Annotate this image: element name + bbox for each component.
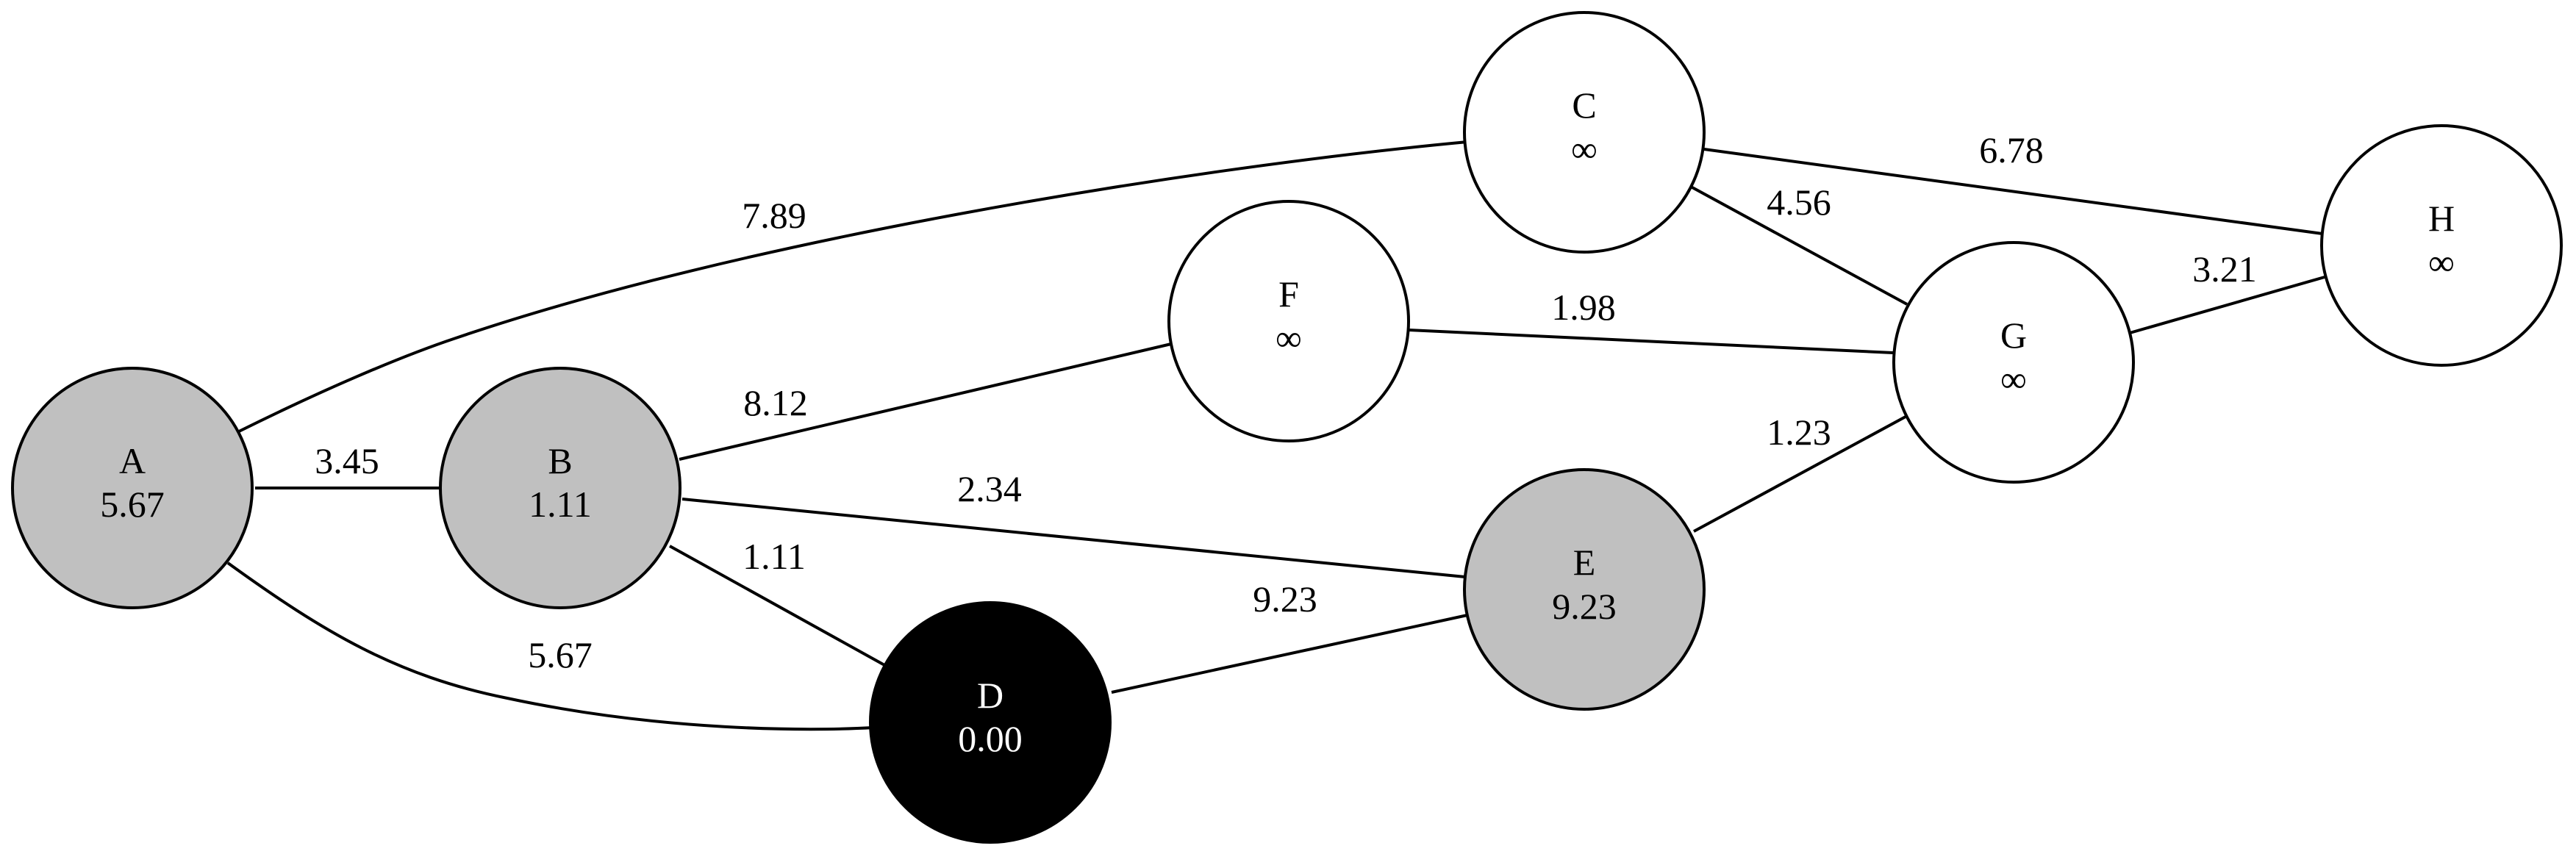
node-d-distance: 0.00 bbox=[958, 718, 1023, 759]
node-c-circle bbox=[1463, 11, 1706, 254]
node-b-circle bbox=[439, 367, 681, 609]
node-d-name: D bbox=[977, 675, 1003, 716]
node-g-name: G bbox=[2000, 315, 2027, 356]
node-e-circle bbox=[1463, 468, 1706, 711]
edge-b-d: 1.11 bbox=[669, 536, 887, 667]
node-c-distance: ∞ bbox=[1571, 129, 1598, 170]
node-h-circle bbox=[2320, 124, 2563, 367]
edge-c-g: 4.56 bbox=[1690, 182, 1908, 306]
node-a-name: A bbox=[119, 440, 146, 481]
node-h-name: H bbox=[2428, 198, 2455, 239]
edge-a-b: 3.45 bbox=[255, 440, 439, 489]
edge-g-h: 3.21 bbox=[2129, 248, 2325, 334]
node-e-distance: 9.23 bbox=[1552, 586, 1617, 627]
edge-b-e-weight: 2.34 bbox=[957, 468, 1022, 509]
node-a-distance: 5.67 bbox=[100, 484, 165, 525]
edge-b-f: 8.12 bbox=[679, 342, 1172, 461]
edge-g-h-weight: 3.21 bbox=[2192, 248, 2257, 290]
node-f-name: F bbox=[1278, 273, 1299, 315]
edge-c-h: 6.78 bbox=[1703, 129, 2323, 235]
node-c-name: C bbox=[1572, 85, 1596, 126]
edge-d-e: 9.23 bbox=[1111, 578, 1468, 694]
edge-a-d: 5.67 bbox=[226, 561, 874, 731]
node-e-name: E bbox=[1573, 542, 1596, 583]
edge-f-g: 1.98 bbox=[1408, 287, 1894, 354]
node-a-circle bbox=[11, 367, 254, 609]
nodes: A 5.67 B 1.11 C ∞ D 0.00 E 9.23 F ∞ bbox=[11, 11, 2563, 844]
node-g-distance: ∞ bbox=[2000, 359, 2027, 400]
edges: 3.45 7.89 5.67 8.12 2.34 1.11 9.23 1.98 bbox=[226, 129, 2325, 731]
node-d: D 0.00 bbox=[869, 601, 1112, 844]
edge-c-h-line bbox=[1703, 148, 2323, 235]
edge-d-e-line bbox=[1111, 614, 1468, 694]
edge-b-d-weight: 1.11 bbox=[743, 536, 806, 577]
node-a: A 5.67 bbox=[11, 367, 254, 609]
edge-e-g: 1.23 bbox=[1693, 412, 1906, 533]
edge-a-d-weight: 5.67 bbox=[528, 634, 593, 675]
edge-a-d-line bbox=[226, 561, 874, 731]
edge-f-g-line bbox=[1408, 329, 1894, 354]
node-h: H ∞ bbox=[2320, 124, 2563, 367]
edge-e-g-line bbox=[1693, 415, 1906, 533]
edge-g-h-line bbox=[2129, 276, 2325, 334]
edge-a-b-weight: 3.45 bbox=[315, 440, 379, 481]
node-f: F ∞ bbox=[1167, 200, 1410, 442]
node-b-distance: 1.11 bbox=[529, 484, 592, 525]
node-g: G ∞ bbox=[1892, 241, 2135, 484]
edge-b-f-line bbox=[679, 342, 1172, 461]
edge-e-g-weight: 1.23 bbox=[1767, 412, 1831, 453]
edge-c-g-weight: 4.56 bbox=[1767, 182, 1831, 223]
edge-d-e-weight: 9.23 bbox=[1253, 578, 1317, 620]
node-g-circle bbox=[1892, 241, 2135, 484]
edge-a-c-line bbox=[238, 140, 1468, 433]
edge-a-c: 7.89 bbox=[238, 140, 1468, 433]
edge-f-g-weight: 1.98 bbox=[1551, 287, 1616, 328]
edge-b-e: 2.34 bbox=[681, 468, 1466, 578]
node-c: C ∞ bbox=[1463, 11, 1706, 254]
node-e: E 9.23 bbox=[1463, 468, 1706, 711]
node-f-circle bbox=[1167, 200, 1410, 442]
edge-c-h-weight: 6.78 bbox=[1979, 129, 2044, 171]
edge-a-c-weight: 7.89 bbox=[742, 195, 806, 236]
node-b-name: B bbox=[548, 440, 572, 481]
node-b: B 1.11 bbox=[439, 367, 681, 609]
node-h-distance: ∞ bbox=[2428, 242, 2455, 283]
edge-c-g-line bbox=[1690, 185, 1908, 306]
node-d-circle bbox=[869, 601, 1112, 844]
edge-b-d-line bbox=[669, 545, 887, 667]
edge-b-f-weight: 8.12 bbox=[743, 382, 808, 423]
node-f-distance: ∞ bbox=[1276, 317, 1302, 359]
edge-b-e-line bbox=[681, 498, 1466, 578]
